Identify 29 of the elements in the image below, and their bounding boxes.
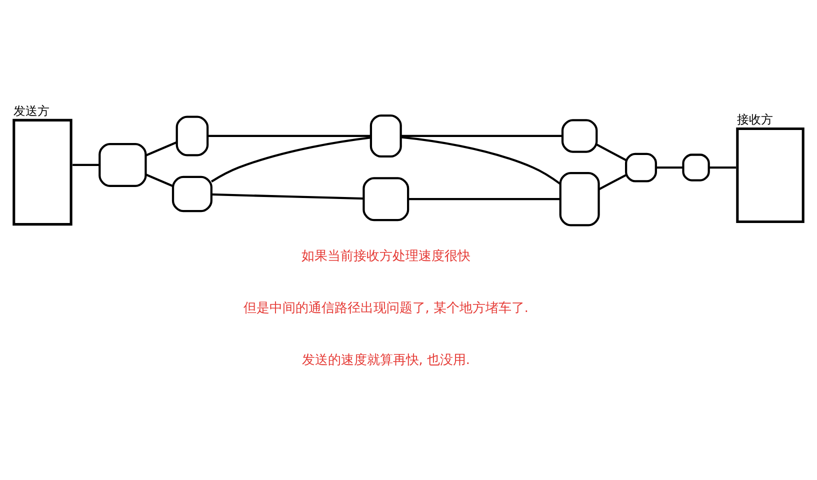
node-label: 发送方	[13, 103, 50, 118]
connector	[145, 140, 178, 156]
label: 但是中间的通信路径出现问题了, 某个地方堵车了.	[243, 300, 528, 316]
node-box	[176, 115, 209, 156]
node-box	[370, 114, 402, 158]
label: 如果当前接收方处理速度很快	[301, 248, 470, 264]
connector	[211, 192, 364, 200]
connector	[72, 163, 100, 166]
connector	[598, 174, 626, 190]
node-box	[625, 152, 657, 182]
node-box	[682, 153, 710, 181]
node-box	[362, 176, 410, 221]
connector	[145, 173, 174, 187]
node-box	[12, 118, 72, 226]
node-label: 接收方	[736, 112, 773, 126]
connector	[210, 136, 372, 182]
connector	[400, 134, 562, 137]
connector	[400, 136, 561, 184]
node-box	[172, 175, 212, 212]
label: 发送的速度就算再快, 也没用.	[302, 352, 470, 368]
connector	[408, 198, 560, 200]
node-box	[561, 118, 598, 152]
connector	[208, 134, 371, 137]
connector	[596, 143, 626, 160]
connector	[708, 166, 736, 168]
node-box	[98, 142, 147, 186]
node-box	[736, 126, 804, 222]
node-box	[559, 172, 600, 226]
connector	[656, 166, 684, 168]
